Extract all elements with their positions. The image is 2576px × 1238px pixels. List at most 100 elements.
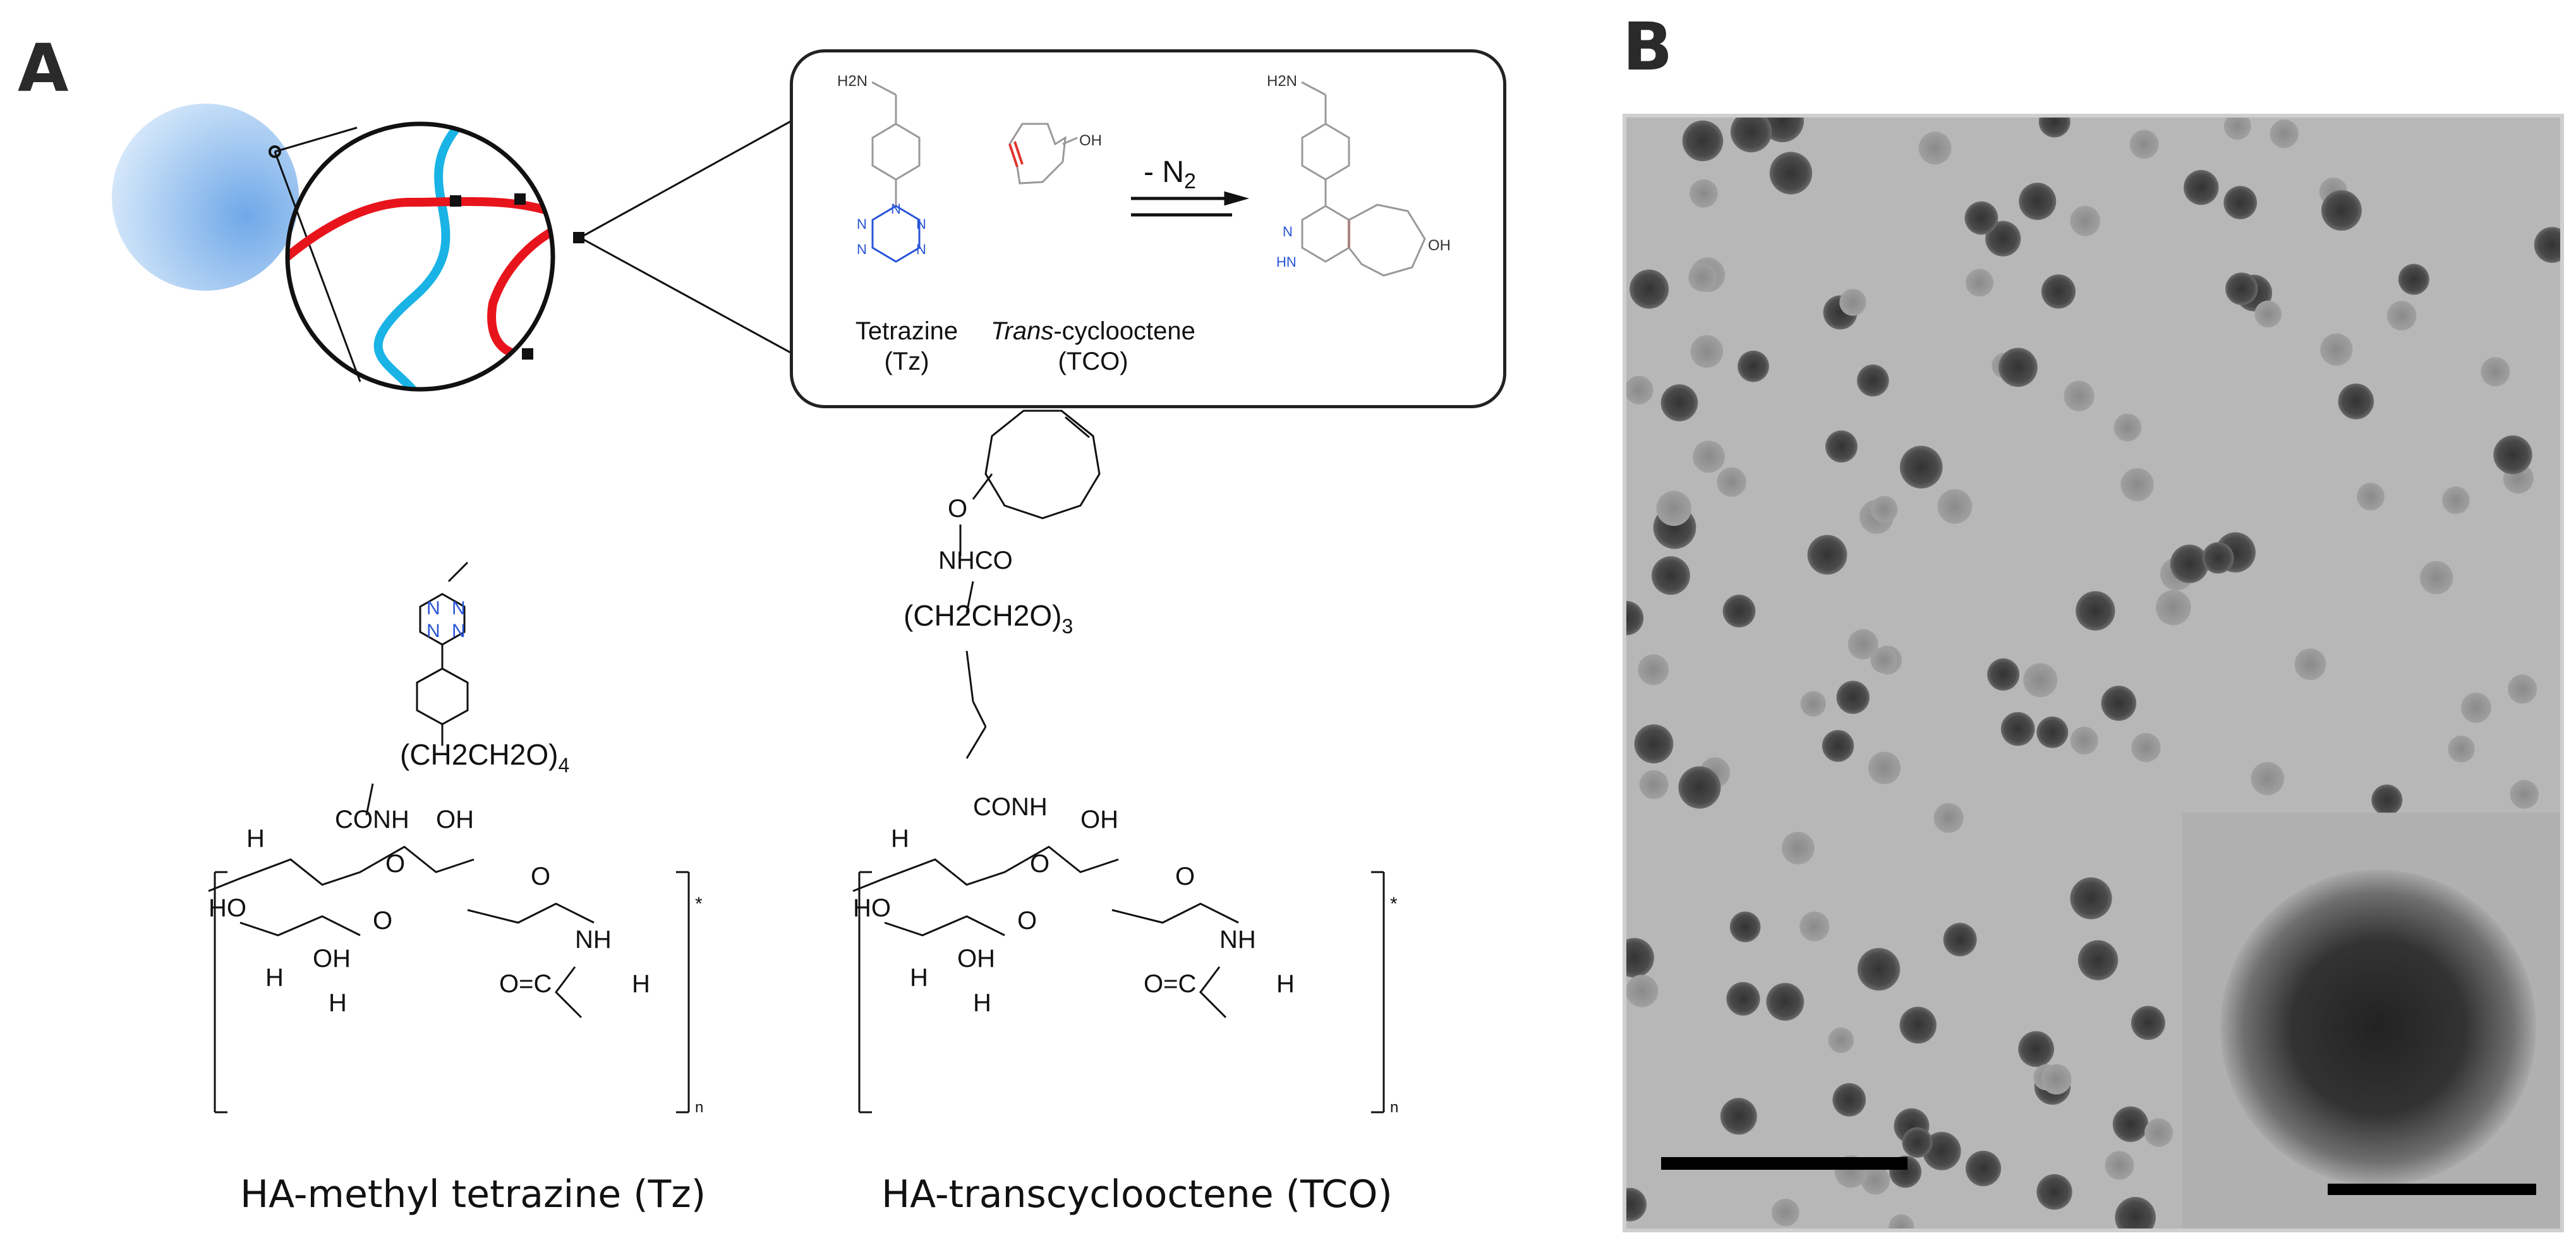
svg-text:NH: NH [1219,926,1256,954]
nanogel-particle [1828,1027,1854,1053]
svg-text:HN: HN [1276,254,1297,270]
nanogel-particle [2120,468,2154,501]
nanogel-particle [1769,152,1813,195]
nanogel-particle [1799,911,1830,942]
nanogel-particle [1781,832,1815,865]
svg-text:CONH: CONH [973,793,1048,821]
svg-text:H: H [891,825,909,853]
nanogel-particle [2508,674,2537,704]
nanogel-particle [2170,544,2209,583]
crosslink-node-2 [514,193,526,205]
nanogel-particle [1800,691,1826,717]
crosslink-node-1 [450,195,461,207]
nanogel-particle [2076,591,2115,631]
inset-particle [2220,870,2536,1186]
svg-text:N: N [452,621,466,641]
svg-text:N: N [426,598,440,619]
ha-tz-structure: (CH2CH2O)4 N N N N CONH H HO O OH H H O … [208,561,703,1116]
nanogel-particle [1965,1150,2002,1187]
nanogel-particle [2481,357,2510,387]
nanogel-particle [1690,335,1724,368]
nanogel-particle [2070,877,2112,919]
nanogel-particle [1964,201,1999,235]
svg-text:OH: OH [1080,806,1118,834]
nanogel-particle [1999,348,2038,387]
svg-text:OH: OH [1079,132,1102,149]
svg-text:N: N [916,216,926,232]
nanogel-particle [1730,118,1772,153]
ha-tco-structure: O NHCO (CH2CH2O)3 CONH H HO O OH H H O O… [852,410,1398,1116]
svg-text:N: N [891,201,901,217]
nanogel-particle [2461,693,2491,723]
nanogel-particle [1690,179,1718,208]
nanogel-particle [2038,118,2071,138]
tetrazine-label: Tetrazine (Tz) [855,317,958,375]
svg-text:O=C: O=C [499,970,552,998]
nanogel-particle [2129,130,2159,159]
nanogel-particle [1822,730,1854,762]
svg-text:OH: OH [313,945,351,973]
nanogel-particle [1857,948,1901,991]
svg-text:O: O [373,907,392,935]
svg-text:n: n [1390,1099,1398,1116]
panel-label-b: B [1623,8,1673,85]
nanogel-particle [1966,269,1993,297]
nanogel-particle [1682,120,1724,162]
nanogel-particle [1832,1083,1866,1117]
nanogel-particle [1899,1007,1937,1044]
nanogel-particle [1639,770,1669,799]
nanogel-particle [2018,1031,2054,1067]
blue-chain-1 [373,124,462,389]
svg-text:H2N: H2N [1267,73,1297,90]
svg-text:H: H [632,970,650,998]
nanogel-particle [1738,350,1769,382]
zoom-origin-marker [269,145,281,158]
nanogel-particle [1985,221,2021,257]
nanogel-particle [2270,119,2299,149]
svg-text:HO: HO [853,894,891,922]
tco-label: Trans-cyclooctene (TCO) [991,317,1195,375]
svg-text:N: N [1283,224,1293,240]
tem-image [1626,118,2560,1229]
nanogel-particle [2338,383,2374,420]
nanogel-particle [2202,542,2234,574]
nanogel-particle [2320,333,2353,366]
nanogel-particle [1987,658,2020,691]
nanogel-particle [2064,380,2095,411]
zoom-circle [285,121,555,392]
nanogel-particle [1660,384,1698,422]
nanogel-particle [1943,923,1977,957]
reaction-scheme-box [790,49,1506,408]
nanogel-particle [1857,364,1889,397]
nanogel-particle [1761,118,1804,143]
nanogel-particle [2225,272,2258,305]
svg-text:H: H [973,989,991,1017]
nanogel-particle [2019,183,2057,221]
red-chain-1 [287,197,553,263]
svg-text:NHCO: NHCO [938,547,1013,574]
nanogel-particle [1836,681,1870,714]
svg-text:*: * [695,894,703,914]
nanogel-particle [1889,1214,1914,1229]
nanogel-particle [1717,467,1746,497]
nanogel-particle [1693,440,1725,473]
svg-text:OH: OH [957,945,995,973]
svg-text:O: O [948,495,967,523]
nanogel-particle [2254,300,2282,328]
nanogel-particle [2398,264,2429,295]
nanogel-particle [1638,654,1669,686]
nanogel-particle [2493,435,2532,475]
nanogel-particle [2144,1118,2174,1147]
nanogel-particle [1870,646,1897,674]
byproduct-label: - N2 [1144,155,1196,193]
tetrazine-reactant: H2N [837,73,921,263]
nanogel-particle [1726,981,1760,1016]
nanogel-particle [2371,784,2403,816]
nanogel-particle [2386,301,2417,331]
svg-text:H: H [1276,970,1295,998]
svg-text:O: O [531,863,550,890]
crosslinked-network [287,124,553,389]
tem-particles [1626,118,2560,1229]
svg-text:H: H [910,964,928,992]
nanogel-particle [1656,490,1692,526]
